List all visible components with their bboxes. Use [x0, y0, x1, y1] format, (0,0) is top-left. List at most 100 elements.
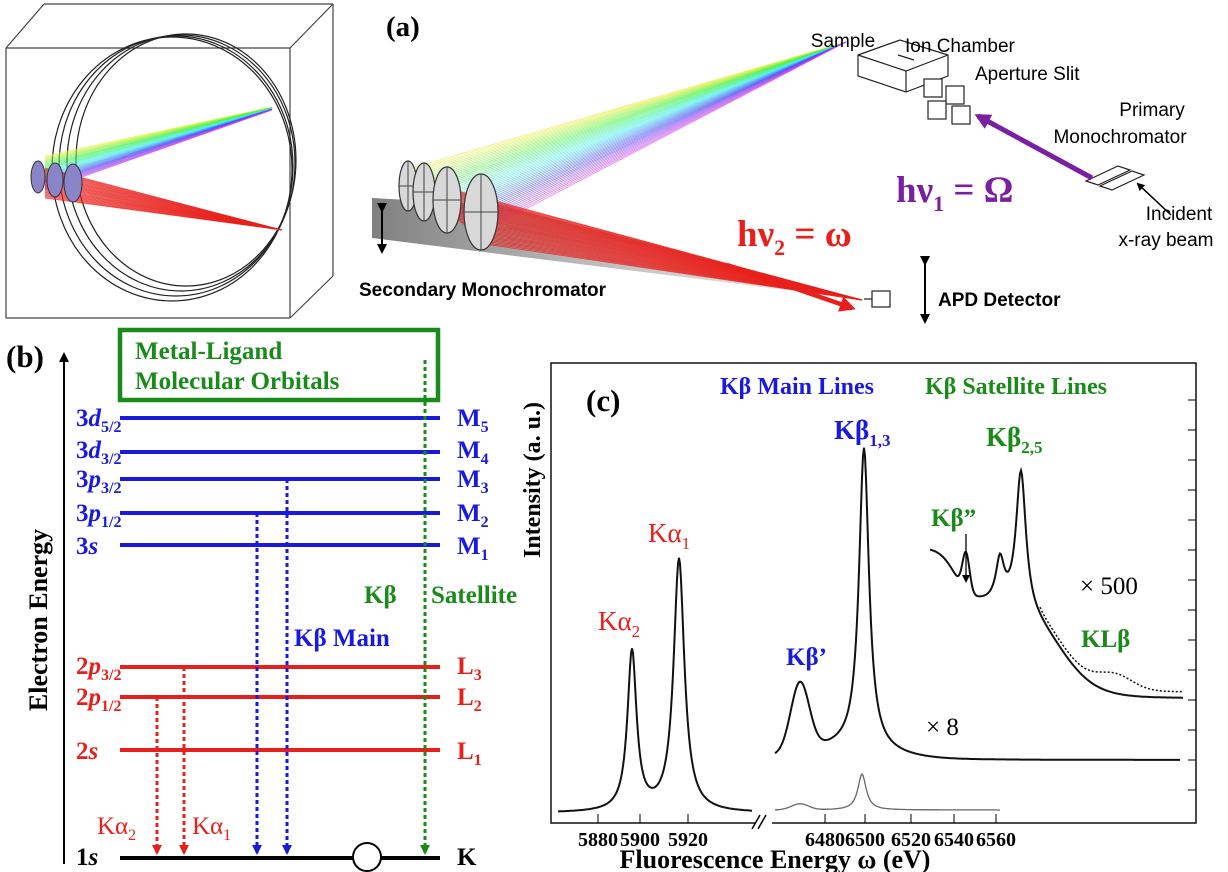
axis-break-mark-1 [751, 814, 761, 830]
rowland-incoming-ray [44, 109, 273, 191]
level-shell-label: L3 [457, 653, 482, 684]
emitted-beam-arrow [726, 262, 856, 312]
level-orbital-label: 3s [76, 533, 98, 560]
x-tick-label: 6540 [934, 829, 974, 851]
panel-a: (a) [359, 11, 1214, 324]
energy-level: 1s K [76, 844, 477, 871]
kb-main-lines-title: Kβ Main Lines [720, 374, 874, 400]
panel-c-label: (c) [586, 383, 620, 418]
panel-a-label: (a) [386, 11, 420, 43]
x-tick-label: 5880 [578, 829, 618, 851]
intensity-axis-label: Intensity (a. u.) [520, 402, 546, 558]
rowland-analyzer-crystal [46, 162, 64, 198]
analyzer-crystal [463, 173, 499, 251]
ka2-peak-label: Kα2 [598, 606, 640, 641]
level-shell-label: M5 [457, 405, 489, 436]
label-xray-beam: x-ray beam [1118, 230, 1213, 251]
kb-double-prime-label: Kβ” [931, 505, 976, 532]
rowland-box-illustration [5, 3, 334, 319]
x-tick-label: 6500 [845, 829, 885, 851]
fluorescence-axis-label: Fluorescence Energy ω (eV) [620, 845, 931, 872]
x-tick-label: 6520 [891, 829, 931, 851]
kb-satellite-lines-title: Kβ Satellite Lines [925, 374, 1107, 400]
energy-level: 2s L1 [76, 738, 482, 769]
level-shell-label: L1 [457, 738, 482, 769]
label-secondary-monochromator: Secondary Monochromator [359, 280, 607, 301]
aperture-slit-boxes [923, 78, 971, 125]
x-tick-label: 5920 [668, 829, 708, 851]
energy-level: 3d5/2 M5 [76, 405, 489, 436]
x-tick-label: 5900 [620, 829, 660, 851]
klb-label: KLβ [1081, 626, 1130, 653]
level-shell-label: L2 [457, 684, 482, 715]
level-shell-label: K [457, 844, 477, 871]
molecular-orbitals-box [117, 327, 441, 403]
energy-level: 3s M1 [76, 533, 489, 564]
rowland-diffracted-ray [44, 197, 283, 231]
level-orbital-label: 2s [76, 738, 98, 765]
level-shell-label: M4 [457, 437, 489, 468]
kbeta-main-spectrum-x1 [775, 772, 1000, 811]
level-orbital-label: 1s [76, 844, 98, 871]
energy-level: 3d3/2 M4 [76, 437, 489, 468]
axis-break-mark-2 [757, 814, 767, 830]
kb25-peak-label: Kβ2,5 [986, 422, 1042, 457]
kb-prime-label: Kβ’ [786, 644, 827, 671]
level-orbital-label: 3p3/2 [76, 466, 121, 497]
kbeta-main-spectrum-x8 [774, 447, 1180, 761]
level-shell-label: M1 [457, 533, 489, 564]
label-sample: Sample [811, 31, 875, 52]
core-hole-circle [352, 842, 382, 872]
label-ion-chamber: Ion Chamber [905, 36, 1016, 57]
incident-pointer-arrow [1136, 182, 1172, 216]
energy-level: 3p3/2 M3 [76, 466, 489, 497]
energy-level: 2p3/2 L3 [76, 653, 482, 684]
label-monochromator: Monochromator [1053, 127, 1187, 148]
panel-b-label: (b) [6, 339, 44, 374]
mo-label-line1: Metal-Ligand [135, 338, 282, 365]
level-shell-label: M3 [457, 466, 489, 497]
level-orbital-label: 3p1/2 [76, 500, 121, 531]
incoming-ray [484, 41, 847, 231]
kbeta-satellite-spectrum [929, 466, 1183, 699]
label-primary: Primary [1119, 100, 1185, 121]
panel-b: (b) Electron Energy Metal-Ligand Molecul… [6, 327, 517, 872]
ka1-label: Kα1 [192, 813, 231, 844]
energy-axis-label: Electron Energy [24, 529, 53, 711]
x500-label: × 500 [1080, 573, 1138, 600]
mo-label-line2: Molecular Orbitals [135, 368, 340, 395]
kb-satellite-label-1: Kβ [364, 582, 397, 609]
plot-frame [550, 362, 1197, 824]
level-orbital-label: 3d5/2 [76, 405, 121, 436]
incident-beam-arrow [974, 113, 1094, 181]
label-hv2: hν2 = ω [737, 214, 852, 260]
primary-monochromator-crystals [1084, 165, 1146, 191]
rowland-analyzer-crystal [30, 160, 46, 194]
ka1-peak-label: Kα1 [648, 518, 690, 553]
level-orbital-label: 3d3/2 [76, 437, 121, 468]
label-aperture-slit: Aperture Slit [975, 64, 1080, 85]
x-tick-label: 6560 [976, 829, 1016, 851]
kb13-peak-label: Kβ1,3 [834, 415, 890, 450]
apd-detector-box [864, 290, 891, 308]
kb-satellite-label-2: Satellite [431, 582, 517, 609]
label-incident: Incident [1146, 204, 1213, 225]
x-tick-label: 6480 [805, 829, 845, 851]
analyzer-crystal [432, 166, 462, 234]
energy-level: 3p1/2 M2 [76, 500, 489, 531]
label-hv1: hν1 = Ω [896, 170, 1013, 216]
kalpha-spectrum [558, 557, 753, 813]
kb-main-label: Kβ Main [294, 625, 390, 652]
level-shell-label: M2 [457, 500, 489, 531]
ka2-label: Kα2 [97, 813, 136, 844]
level-orbital-label: 2p3/2 [76, 653, 121, 684]
rowland-analyzer-crystal [63, 163, 83, 203]
x8-label: × 8 [926, 714, 959, 741]
klbeta-dotted-spectrum [1039, 606, 1183, 693]
analyzer-crystal [412, 162, 436, 222]
label-apd-detector: APD Detector [938, 290, 1061, 311]
